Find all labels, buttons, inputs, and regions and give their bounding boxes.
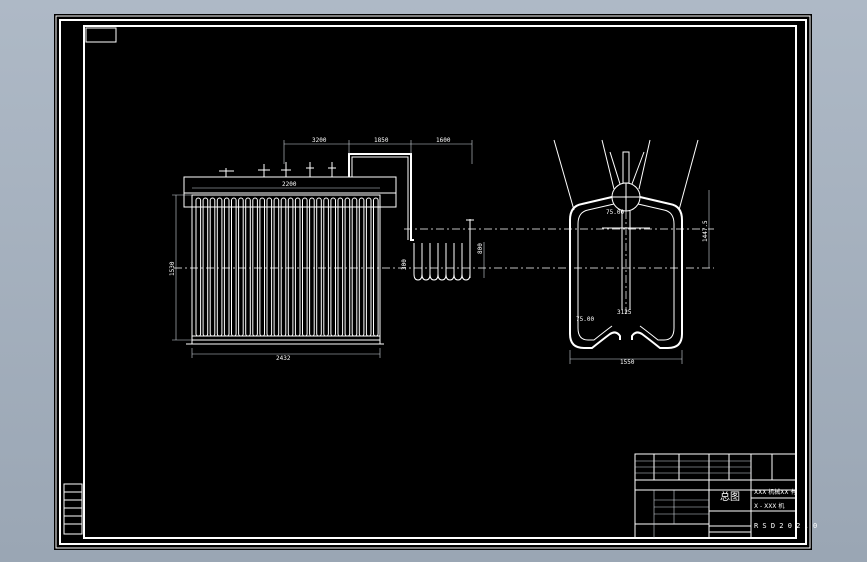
title-block: 总图 XXX 机械XX 有 X - XXX 机 R S D 2 0 2 . 0 (634, 453, 817, 539)
coil-turn (437, 243, 447, 281)
coil-turn (413, 243, 423, 281)
drawing-number: R S D 2 0 2 . 0 (754, 522, 817, 530)
corner-stamp (85, 27, 117, 43)
coil-turn (453, 243, 463, 281)
coil-turn (421, 243, 431, 281)
heat-tube (280, 197, 287, 337)
left-loop-inner (577, 203, 615, 341)
right-loop-outer (631, 196, 683, 349)
title-block-frame (634, 453, 797, 539)
heat-tube (259, 197, 265, 337)
outlet-pipe (348, 153, 414, 241)
dim-bottom-width: 2432 (276, 355, 291, 362)
heat-tube (202, 197, 209, 337)
coil-turn (445, 243, 455, 281)
coil-turn (429, 243, 439, 281)
heat-tube (216, 197, 223, 337)
guide-line-1 (553, 139, 575, 211)
drawing-frame (83, 25, 797, 539)
dim-inner-width: 2200 (282, 181, 297, 188)
heat-tube (316, 197, 322, 337)
heat-tube (344, 197, 351, 337)
drawing-subtitle: X - XXX 机 (754, 502, 784, 510)
top-nozzles (219, 162, 336, 177)
heat-tube (238, 197, 244, 337)
heat-tube (365, 197, 372, 337)
heat-tube (231, 197, 237, 337)
dim-coil-side: 300 (401, 259, 408, 270)
heat-tube (358, 197, 365, 337)
top-header-lower (183, 192, 397, 208)
dim-coil-height: 800 (477, 243, 484, 254)
heat-tube (195, 197, 202, 337)
dim-side-left: 75.00 (576, 316, 594, 323)
front-view: 3200 1850 1600 2200 1530 800 300 2432 (169, 137, 714, 362)
dim-side-width: 1550 (620, 359, 635, 366)
dim-height-left: 1530 (169, 261, 176, 276)
right-loop-inner (637, 203, 675, 341)
dim-top-a: 3200 (312, 137, 327, 144)
dim-side-center: 3125 (617, 309, 632, 316)
company-name: XXX 机械XX 有 (754, 488, 796, 496)
heat-tube (245, 197, 251, 337)
drawing-title: 总图 (720, 490, 740, 503)
heat-tube (273, 197, 280, 337)
heat-tube (287, 197, 294, 337)
heat-tube (209, 197, 216, 337)
binding-strip (63, 483, 83, 535)
heat-tube (252, 197, 258, 337)
dim-top-c: 1600 (436, 137, 451, 144)
serpentine-coil (413, 243, 471, 281)
heat-tube (223, 197, 230, 337)
outlet-pipe-inner (351, 156, 409, 240)
left-loop-outer (569, 196, 621, 349)
drawing-sheet: 3200 1850 1600 2200 1530 800 300 2432 (55, 15, 817, 549)
dim-side-radius: 75.00 (606, 209, 624, 216)
outer-border (55, 15, 811, 549)
heat-tube (294, 197, 301, 337)
guide-line-4 (678, 139, 699, 211)
guide-line-3 (638, 139, 651, 190)
coil-turn (461, 243, 471, 281)
guide-line-2 (601, 139, 615, 190)
heat-tube (330, 197, 336, 337)
heat-tube (373, 197, 379, 337)
tube-bank (191, 194, 381, 341)
side-view: 1550 1447.5 3125 75.00 75.00 (553, 139, 710, 366)
heat-tube (266, 197, 273, 337)
outer-frame (59, 19, 807, 545)
heat-tube (323, 197, 329, 337)
tube-array (195, 197, 379, 337)
top-stub (622, 151, 630, 184)
heat-tube (302, 197, 308, 337)
dim-top-b: 1850 (374, 137, 389, 144)
dim-side-height: 1447.5 (702, 220, 709, 242)
heat-tube (337, 197, 344, 337)
heat-tube (351, 197, 358, 337)
cad-viewport: 3200 1850 1600 2200 1530 800 300 2432 (54, 14, 817, 550)
heat-tube (309, 197, 315, 337)
